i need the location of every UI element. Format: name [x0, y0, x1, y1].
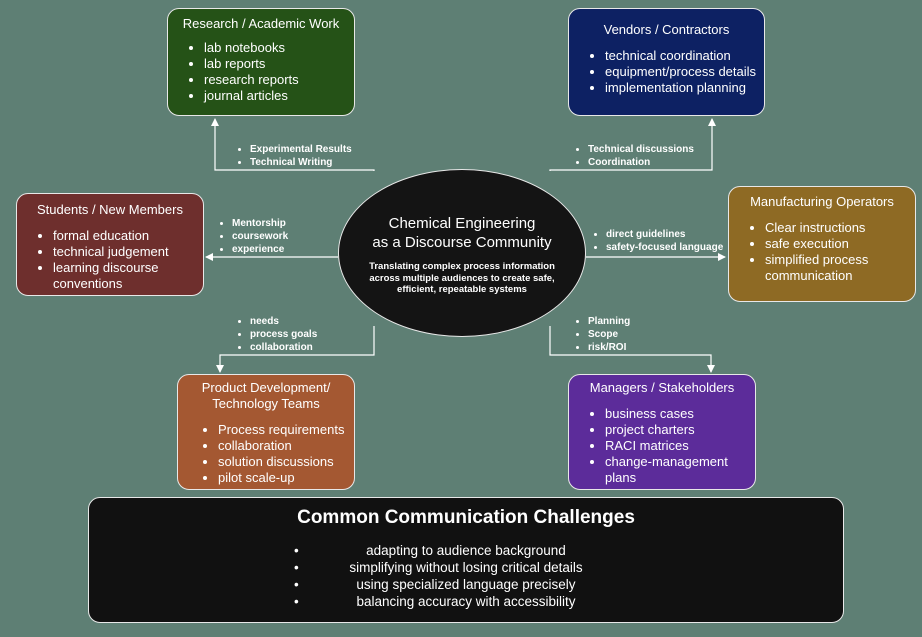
list-item: technical coordination [605, 48, 764, 64]
edge-label-vendors: Technical discussions Coordination [570, 143, 694, 169]
edge-label-item: needs [250, 315, 317, 328]
list-item: Process requirements [218, 422, 354, 438]
node-product: Product Development/ Technology Teams Pr… [177, 374, 355, 490]
node-vendors: Vendors / Contractors technical coordina… [568, 8, 765, 116]
edge-label-item: coursework [232, 230, 288, 243]
connector-product [216, 326, 375, 373]
edge-label-item: Planning [588, 315, 630, 328]
list-item: lab reports [204, 56, 354, 72]
list-item: journal articles [204, 88, 354, 104]
edge-label-item: direct guidelines [606, 228, 723, 241]
list-item: RACI matrices [605, 438, 755, 454]
list-item: collaboration [218, 438, 354, 454]
bullet: • [294, 594, 299, 609]
center-subtitle: Translating complex process information … [369, 261, 555, 295]
edge-label-manufacturing: direct guidelines safety-focused languag… [588, 228, 723, 254]
list-item: • balancing accuracy with accessibility [89, 593, 843, 610]
bullet: • [294, 543, 299, 558]
node-managers-title: Managers / Stakeholders [589, 380, 735, 395]
list-item: implementation planning [605, 80, 764, 96]
connector-research [211, 118, 375, 171]
node-students-title: Students / New Members [37, 202, 183, 217]
edge-label-item: Mentorship [232, 217, 288, 230]
edge-label-product: needs process goals collaboration [232, 315, 317, 354]
challenge-text: using specialized language precisely [356, 577, 576, 592]
node-students-list: formal education technical judgement lea… [17, 228, 203, 292]
list-item: Clear instructions [765, 220, 915, 236]
edge-label-item: Experimental Results [250, 143, 352, 156]
list-item: formal education [53, 228, 203, 244]
center-title-line2: as a Discourse Community [372, 234, 552, 251]
list-item: learning discourse conventions [53, 260, 203, 292]
node-research: Research / Academic Work lab notebooks l… [167, 8, 355, 116]
list-item: research reports [204, 72, 354, 88]
edge-label-item: safety-focused language [606, 241, 723, 254]
node-managers-list: business cases project charters RACI mat… [569, 406, 755, 486]
list-item: change-management plans [605, 454, 755, 486]
edge-label-item: Coordination [588, 156, 694, 169]
challenges-title: Common Communication Challenges [297, 507, 635, 528]
bullet: • [294, 560, 299, 575]
list-item: safe execution [765, 236, 915, 252]
edge-label-students: Mentorship coursework experience [214, 217, 288, 256]
node-manufacturing: Manufacturing Operators Clear instructio… [728, 186, 916, 302]
challenge-text: simplifying without losing critical deta… [349, 560, 583, 575]
connector-vendors [549, 118, 716, 171]
edge-label-item: experience [232, 243, 288, 256]
node-managers: Managers / Stakeholders business cases p… [568, 374, 756, 490]
edge-label-item: collaboration [250, 341, 317, 354]
list-item: solution discussions [218, 454, 354, 470]
edge-label-item: Technical discussions [588, 143, 694, 156]
node-vendors-list: technical coordination equipment/process… [569, 48, 764, 96]
node-product-list: Process requirements collaboration solut… [178, 422, 354, 486]
list-item: simplified process communication [765, 252, 915, 284]
list-item: equipment/process details [605, 64, 764, 80]
node-students: Students / New Members formal education … [16, 193, 204, 296]
challenge-text: balancing accuracy with accessibility [356, 594, 576, 609]
node-manufacturing-list: Clear instructions safe execution simpli… [729, 220, 915, 284]
center-title-line1: Chemical Engineering [388, 215, 536, 232]
edge-label-item: process goals [250, 328, 317, 341]
list-item: pilot scale-up [218, 470, 354, 486]
center-title: Chemical Engineering as a Discourse Comm… [339, 214, 585, 252]
list-item: project charters [605, 422, 755, 438]
edge-label-research: Experimental Results Technical Writing [232, 143, 352, 169]
list-item: • simplifying without losing critical de… [89, 559, 843, 576]
challenge-text: adapting to audience background [366, 543, 566, 558]
challenges-list: • adapting to audience background • simp… [89, 542, 843, 610]
edge-label-item: Technical Writing [250, 156, 352, 169]
list-item: • using specialized language precisely [89, 576, 843, 593]
edge-label-item: risk/ROI [588, 341, 630, 354]
list-item: technical judgement [53, 244, 203, 260]
node-research-list: lab notebooks lab reports research repor… [168, 40, 354, 104]
list-item: • adapting to audience background [89, 542, 843, 559]
node-product-title: Product Development/ Technology Teams [201, 380, 331, 411]
list-item: lab notebooks [204, 40, 354, 56]
list-item: business cases [605, 406, 755, 422]
connector-managers [549, 326, 715, 373]
center-node: Chemical Engineering as a Discourse Comm… [338, 169, 586, 337]
node-research-title: Research / Academic Work [182, 16, 340, 31]
edge-label-managers: Planning Scope risk/ROI [570, 315, 630, 354]
node-vendors-title: Vendors / Contractors [603, 22, 730, 37]
challenges-panel: Common Communication Challenges • adapti… [88, 497, 844, 623]
edge-label-item: Scope [588, 328, 630, 341]
bullet: • [294, 577, 299, 592]
node-manufacturing-title: Manufacturing Operators [750, 194, 894, 209]
